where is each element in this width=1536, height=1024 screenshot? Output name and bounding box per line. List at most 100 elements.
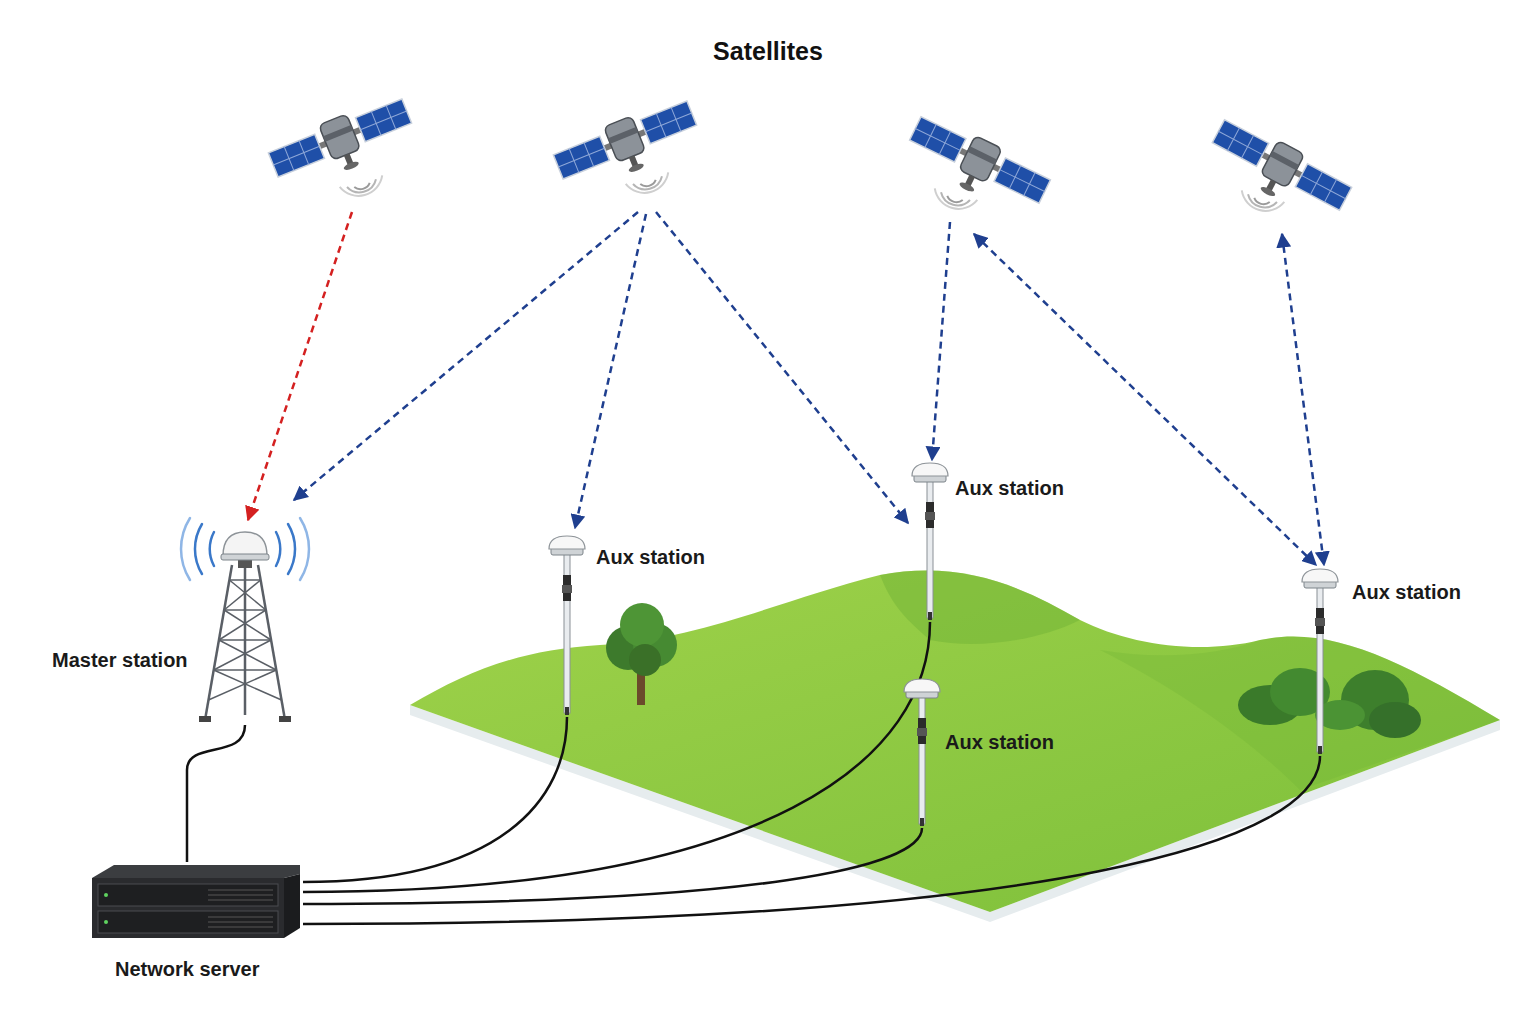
aux-station: Aux station — [545, 535, 589, 717]
antenna-dome — [223, 532, 267, 556]
bushes — [1238, 668, 1421, 738]
terrain — [1100, 637, 1500, 790]
pole-clamp — [563, 575, 571, 601]
radio-wave — [288, 524, 295, 574]
satellite — [340, 175, 386, 200]
satellite — [1203, 114, 1355, 228]
receiver-pole — [927, 480, 933, 618]
tower-brace — [224, 609, 266, 611]
receiver-pole — [564, 553, 570, 713]
server-front — [92, 878, 284, 938]
pole-clamp — [1316, 608, 1324, 634]
tower-brace — [229, 580, 265, 610]
radio-wave — [181, 518, 190, 580]
station-label: Aux station — [955, 476, 1064, 500]
station-label: Master station — [52, 648, 188, 672]
tower-brace — [224, 610, 271, 640]
tower-leg — [205, 565, 232, 720]
pole-clamp — [917, 728, 927, 736]
signal-arrow — [932, 222, 950, 460]
status-led — [104, 893, 108, 897]
tower-brace — [219, 610, 266, 640]
pole-clamp — [562, 585, 572, 593]
server-rack — [88, 862, 303, 942]
gnss-receiver — [545, 535, 589, 717]
signal-arrow — [974, 234, 1316, 565]
station-label: Aux station — [1352, 580, 1461, 604]
gnss-receiver — [1298, 568, 1342, 756]
antenna-base — [221, 554, 269, 560]
satellite — [1238, 190, 1284, 215]
satellite — [931, 188, 977, 213]
satellite — [266, 92, 419, 200]
tower-brace — [208, 670, 276, 700]
bushes — [1369, 702, 1421, 738]
terrain — [410, 571, 1500, 912]
tower-brace — [214, 670, 282, 700]
tower-brace — [219, 639, 271, 641]
signal-arrow — [656, 212, 908, 523]
satellite — [901, 110, 1054, 221]
network-cable — [303, 828, 922, 904]
tower-brace — [214, 640, 271, 670]
diagram-title: Satellites — [0, 36, 1536, 66]
status-led — [104, 920, 108, 924]
tree — [620, 603, 664, 647]
vent-grille — [208, 890, 273, 927]
satellite — [626, 172, 672, 197]
pole-tip — [1318, 746, 1322, 754]
pole-clamp — [925, 512, 935, 520]
station-label: Aux station — [945, 730, 1054, 754]
network-cable — [303, 756, 1320, 924]
radio-wave — [210, 532, 214, 566]
satellite — [551, 94, 704, 197]
radio-wave — [195, 524, 202, 574]
signal-arrow — [248, 212, 352, 520]
gnss-receiver — [900, 678, 944, 828]
network-cable — [303, 622, 930, 892]
tower-brace — [219, 640, 276, 670]
gnss-receiver — [908, 462, 952, 622]
pole-clamp — [918, 718, 926, 744]
aux-station: Aux station — [1298, 568, 1342, 756]
satellite — [551, 94, 704, 197]
antenna-dome — [1302, 569, 1338, 582]
radio-wave — [276, 532, 280, 566]
satellite — [1203, 114, 1355, 228]
tower-foot — [199, 716, 211, 722]
network-cable — [187, 725, 245, 862]
pole-clamp — [1315, 618, 1325, 626]
pole-tip — [928, 612, 932, 620]
aux-station: Aux station — [900, 678, 944, 828]
station-label: Aux station — [596, 545, 705, 569]
network-server: Network server — [88, 862, 303, 942]
tower-foot — [279, 716, 291, 722]
aux-station: Aux station — [908, 462, 952, 622]
terrain — [880, 571, 1080, 644]
station-label: Network server — [115, 957, 260, 981]
radio-wave — [300, 518, 309, 580]
server-side — [284, 874, 300, 938]
signal-arrow — [1282, 234, 1324, 565]
antenna-dome — [549, 536, 585, 549]
satellite — [901, 110, 1054, 221]
pole-tip — [565, 707, 569, 715]
pole-tip — [920, 818, 924, 826]
signal-arrow — [248, 212, 1324, 565]
satellite — [266, 92, 419, 195]
antenna-dome — [912, 463, 948, 476]
terrain — [410, 571, 1500, 922]
pole-clamp — [926, 502, 934, 528]
receiver-pole — [1317, 586, 1323, 752]
tower-leg — [258, 565, 285, 720]
tree — [606, 603, 677, 705]
tower-brace — [214, 669, 277, 671]
receiver-pole — [919, 696, 925, 824]
antenna-dome — [904, 679, 940, 692]
server-top — [92, 865, 300, 878]
network-cable — [303, 717, 567, 882]
tower-brace — [224, 580, 260, 610]
lattice-tower — [180, 510, 310, 725]
signal-arrow — [575, 214, 646, 528]
master-station: Master station — [180, 510, 310, 725]
